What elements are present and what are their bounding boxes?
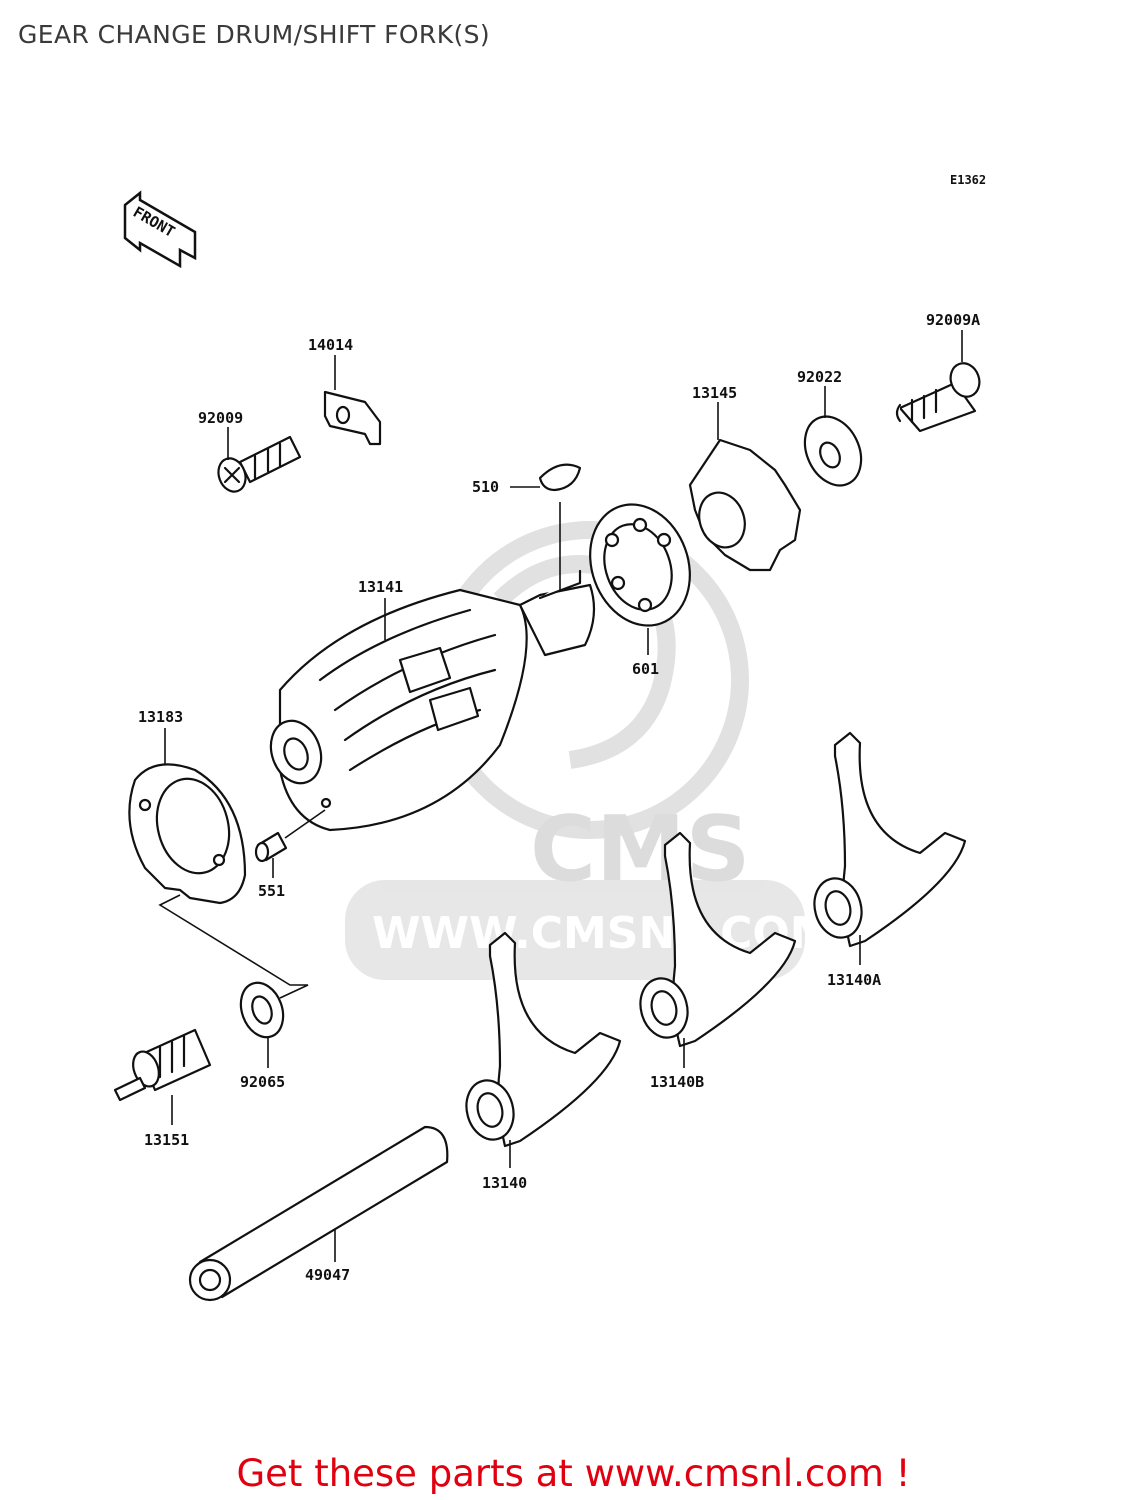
- part-92022[interactable]: [794, 407, 872, 494]
- part-601[interactable]: [574, 490, 707, 639]
- part-551[interactable]: [254, 831, 288, 863]
- part-13141[interactable]: [263, 569, 596, 832]
- part-510[interactable]: [538, 463, 582, 492]
- part-49047[interactable]: [188, 1125, 449, 1302]
- part-13151[interactable]: [113, 1028, 212, 1102]
- part-14014[interactable]: [323, 390, 382, 446]
- front-arrow-icon: [123, 190, 197, 269]
- promo-link[interactable]: Get these parts at www.cmsnl.com !: [236, 1452, 911, 1495]
- diagram-code: E1362: [950, 173, 986, 187]
- callout-601[interactable]: 601: [632, 660, 659, 678]
- callout-13183[interactable]: 13183: [138, 708, 183, 726]
- part-13140[interactable]: [460, 931, 622, 1148]
- callout-510[interactable]: 510: [472, 478, 499, 496]
- parts-diagram: CMS WWW.CMSNL.COM E1362 FRONT: [113, 173, 986, 1302]
- callout-13140b[interactable]: 13140B: [650, 1073, 704, 1091]
- callout-92009[interactable]: 92009: [198, 409, 243, 427]
- page-title: GEAR CHANGE DRUM/SHIFT FORK(S): [18, 20, 491, 49]
- part-13140b[interactable]: [634, 831, 797, 1048]
- callout-13145[interactable]: 13145: [692, 384, 737, 402]
- callout-13141[interactable]: 13141: [358, 578, 403, 596]
- callout-551[interactable]: 551: [258, 882, 285, 900]
- callout-92009a[interactable]: 92009A: [926, 311, 980, 329]
- part-92009a[interactable]: [895, 359, 984, 433]
- part-13140a[interactable]: [808, 731, 967, 948]
- callout-49047[interactable]: 49047: [305, 1266, 350, 1284]
- callout-13151[interactable]: 13151: [144, 1131, 189, 1149]
- callout-13140a[interactable]: 13140A: [827, 971, 881, 989]
- part-13145[interactable]: [688, 438, 802, 572]
- callout-92022[interactable]: 92022: [797, 368, 842, 386]
- callout-92065[interactable]: 92065: [240, 1073, 285, 1091]
- callout-13140[interactable]: 13140: [482, 1174, 527, 1192]
- callout-14014[interactable]: 14014: [308, 336, 353, 354]
- part-92009[interactable]: [214, 435, 302, 495]
- watermark-brand: CMS: [530, 797, 750, 902]
- part-92065[interactable]: [234, 977, 291, 1043]
- leader-lines: [158, 330, 963, 1262]
- part-13183[interactable]: [128, 763, 247, 905]
